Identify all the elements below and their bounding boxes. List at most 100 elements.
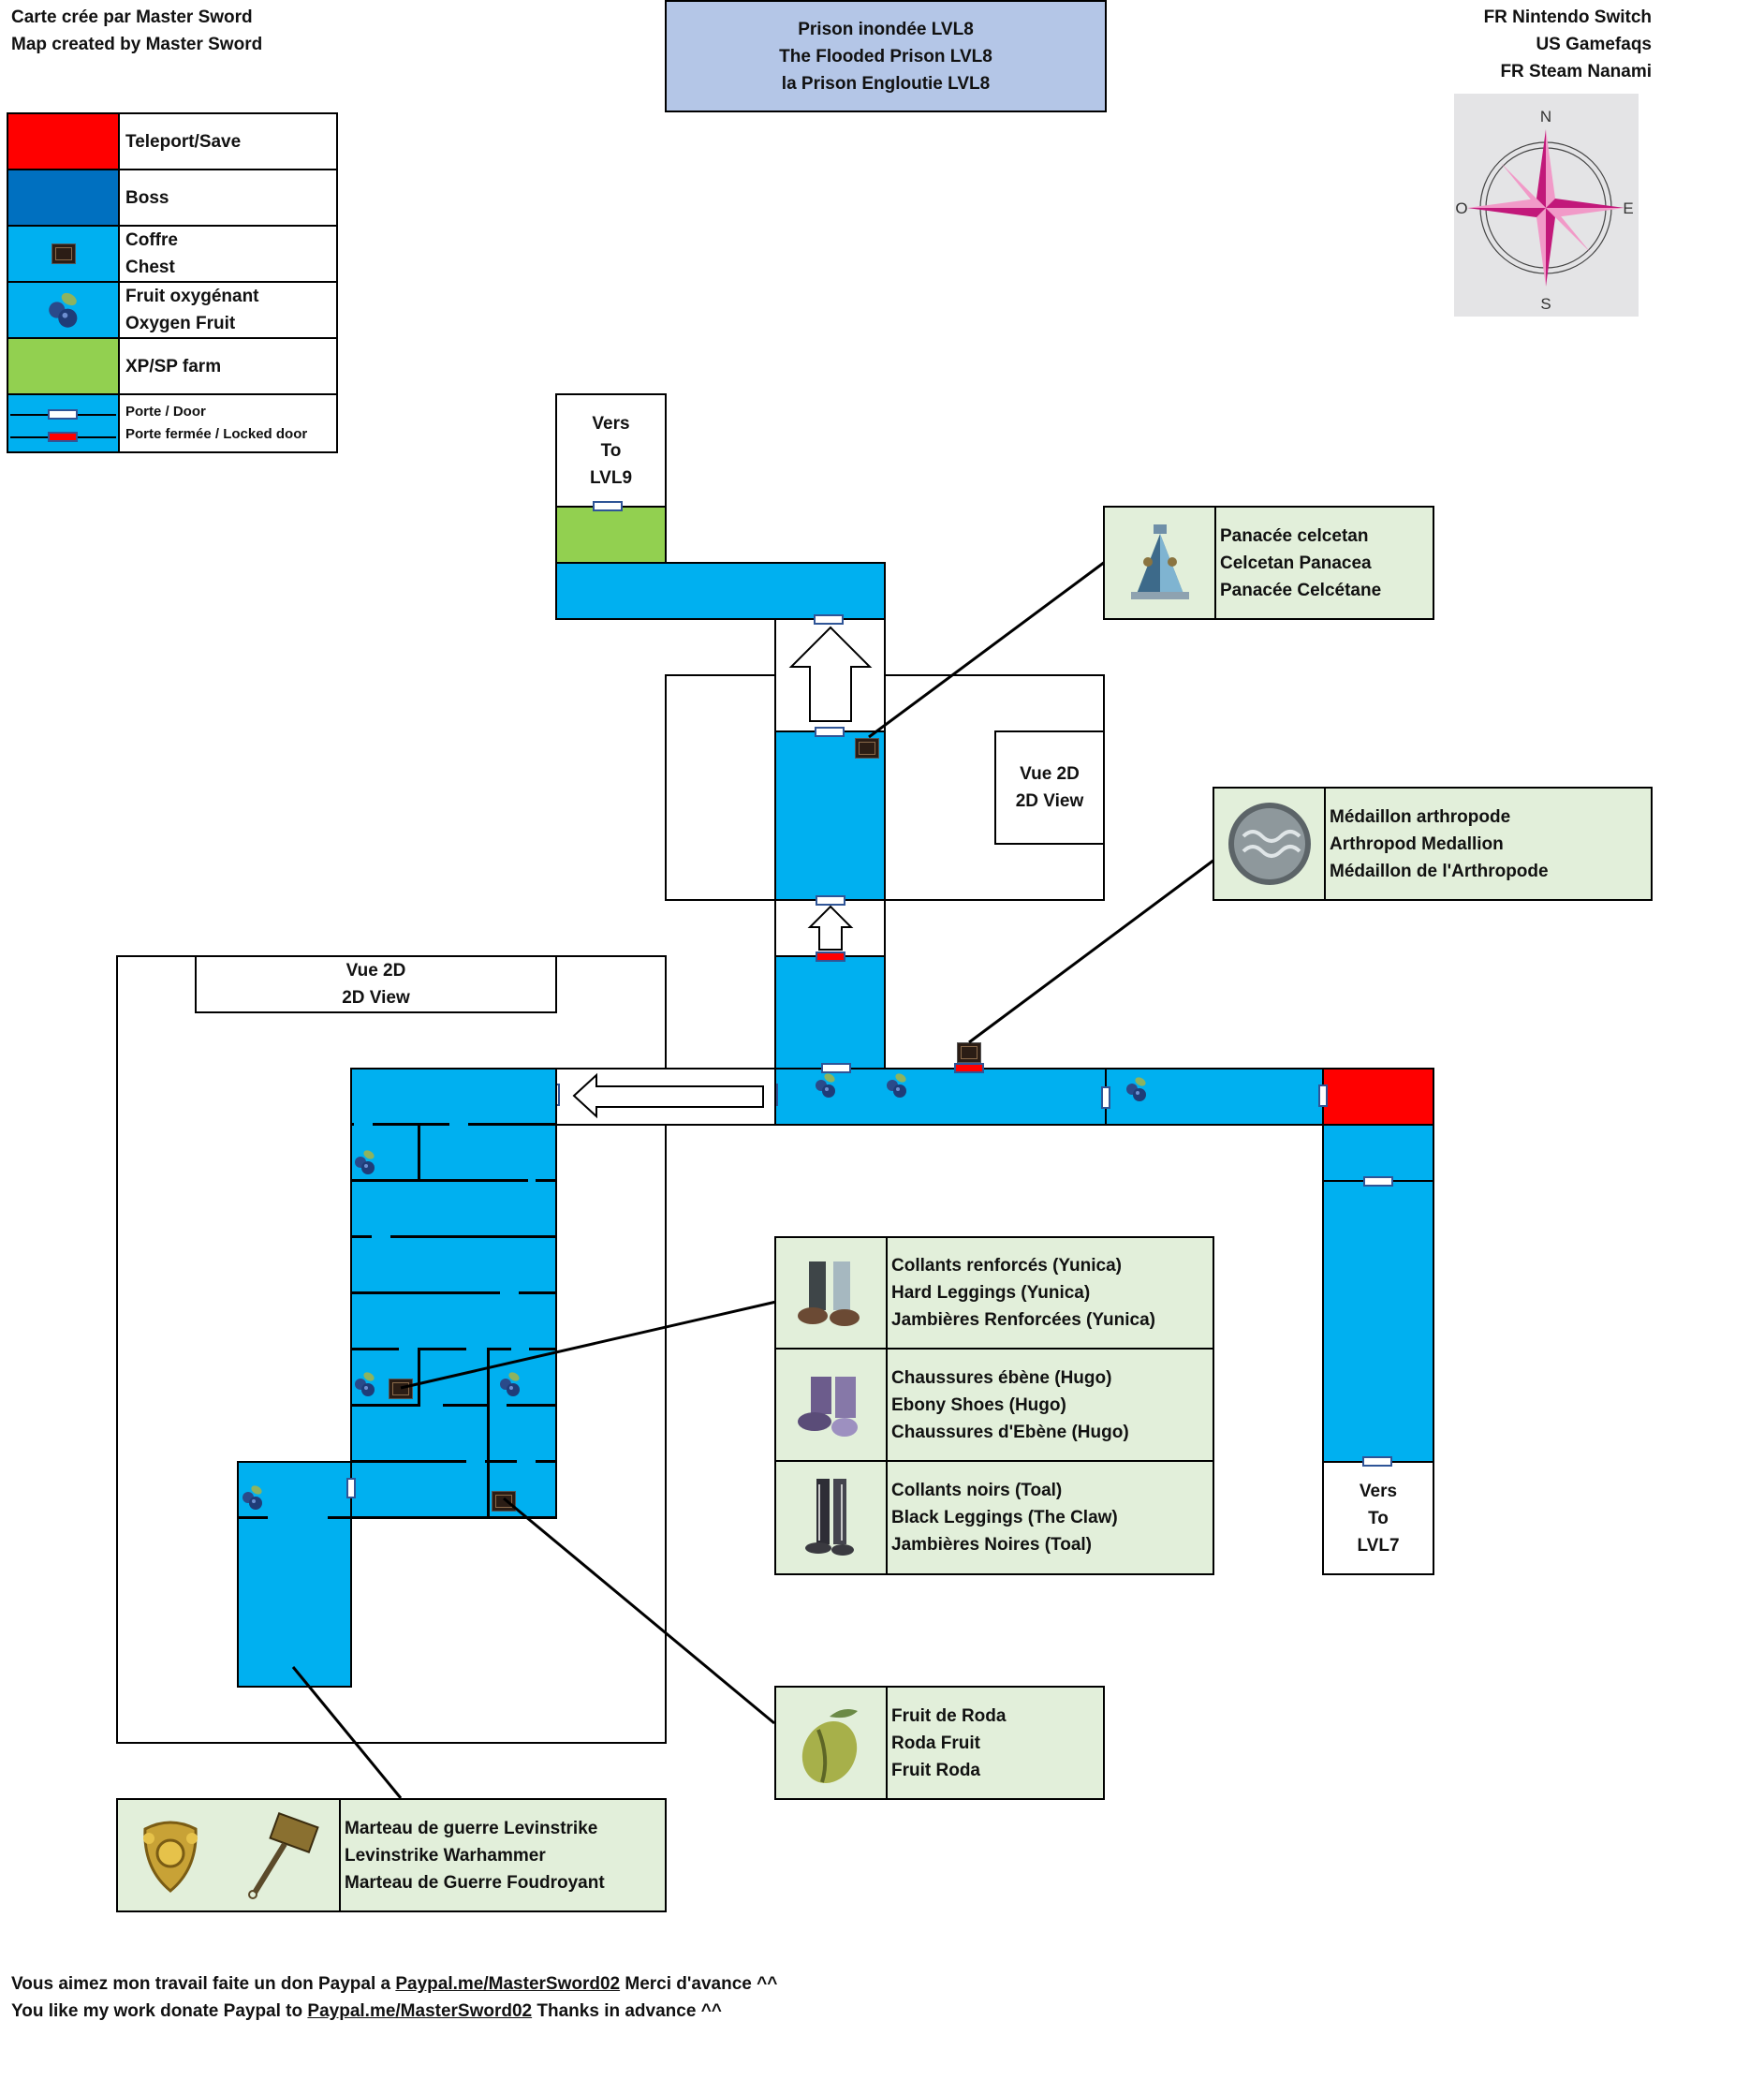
door-icon [48,409,78,420]
door [1362,1456,1392,1467]
room-top-corridor [555,562,886,620]
item-name-us: Roda Fruit [891,1733,980,1753]
oxygen-fruit-icon[interactable] [350,1369,380,1399]
item-name-fr-steam: Jambières Renforcées (Yunica) [891,1310,1155,1331]
wall [328,1516,557,1519]
oxygen-fruit-icon[interactable] [1122,1074,1152,1104]
door [593,501,623,511]
item-name-us: Hard Leggings (Yunica) [891,1283,1091,1304]
teleport-swatch [8,114,120,169]
medallion-icon [1227,803,1311,885]
view-label: 2D View [1015,791,1084,811]
item-name-fr: Médaillon arthropode [1330,806,1511,827]
roda-fruit-icon [801,1709,858,1784]
compass-w: O [1455,199,1467,217]
title-us: The Flooded Prison LVL8 [779,46,992,66]
locked-door-icon [48,432,78,442]
door [1101,1086,1110,1109]
wall [519,1291,557,1294]
door [814,614,844,625]
legend-row-oxygen-fruit: Fruit oxygénant Oxygen Fruit [8,283,336,339]
paypal-link[interactable]: Paypal.me/MasterSword02 [307,2001,533,2021]
item-levinstrike-warhammer: Marteau de guerre Levinstrike Levinstrik… [116,1798,667,1912]
wall [350,1404,420,1407]
item-name-us: Levinstrike Warhammer [345,1845,546,1866]
donation-text: Vous aimez mon travail faite un don Payp… [11,1974,396,1994]
ebony-shoes-icon [797,1377,858,1438]
locked-door [954,1063,984,1073]
wall [350,1123,354,1126]
oxygen-fruit-icon[interactable] [882,1070,912,1100]
wall [418,1348,466,1350]
paypal-link[interactable]: Paypal.me/MasterSword02 [395,1974,621,1994]
wall [418,1349,420,1405]
hard-leggings-icon-cell [776,1238,888,1349]
exit-label: To [600,440,622,461]
teleport-save-point[interactable] [1322,1068,1434,1126]
item-name-us: Arthropod Medallion [1330,833,1504,854]
view-label: Vue 2D [1020,764,1080,784]
passage-west [555,1068,776,1126]
item-name-fr: Collants noirs (Toal) [891,1480,1063,1500]
room-east-1 [1322,1124,1434,1182]
map-credits: Carte crée par Master Sword Map created … [11,4,262,58]
wall [418,1124,420,1180]
source-gamefaqs: US Gamefaqs [1536,35,1652,54]
boss-swatch [8,170,120,225]
warhammer-icon [247,1812,319,1899]
legend: Teleport/Save Boss Coffre Chest Fruit ox… [7,112,338,453]
chest-icon[interactable] [855,738,879,759]
wall [487,1349,490,1517]
legend-row-farm: XP/SP farm [8,339,336,395]
xp-farm-room [555,506,667,564]
map-title: Prison inondée LVL8 The Flooded Prison L… [665,0,1107,112]
donation-line-en: You like my work donate Paypal to Paypal… [11,1998,777,2025]
wall [485,1460,517,1463]
donation-note: Vous aimez mon travail faite un don Payp… [11,1970,777,2025]
title-fr: Prison inondée LVL8 [798,19,974,39]
credits-fr: Carte crée par Master Sword [11,7,253,27]
chest-icon[interactable] [957,1042,981,1063]
chest-icon[interactable] [492,1491,516,1512]
wall [468,1123,557,1126]
exit-label: Vers [592,413,630,434]
exit-to-lvl7[interactable]: Vers To LVL7 [1322,1461,1434,1575]
item-black-leggings: Collants noirs (Toal) Black Leggings (Th… [776,1461,1213,1574]
panacea-icon-cell [1105,508,1216,618]
donation-text: Thanks in advance ^^ [532,2001,722,2021]
compass-s: S [1540,295,1551,313]
legend-label: Chest [125,258,175,277]
wall [443,1404,487,1407]
black-leggings-icon [804,1479,854,1556]
item-name-fr-steam: Chaussures d'Ebène (Hugo) [891,1422,1129,1442]
oxygen-fruit-icon[interactable] [811,1070,841,1100]
legend-label: XP/SP farm [125,356,222,376]
roda-fruit-icon-cell [776,1688,888,1798]
item-roda-fruit: Fruit de Roda Roda Fruit Fruit Roda [774,1686,1105,1800]
hard-leggings-icon [797,1261,860,1326]
oxygen-fruit-icon[interactable] [350,1147,380,1177]
donation-line-fr: Vous aimez mon travail faite un don Payp… [11,1970,777,1998]
item-name-fr: Panacée celcetan [1220,525,1369,546]
chest-icon[interactable] [389,1379,413,1399]
exit-to-lvl9[interactable]: Vers To LVL9 [555,393,667,508]
room-east-2 [1322,1180,1434,1463]
arrow-left-icon [572,1072,764,1119]
compass-e: E [1623,199,1633,217]
door [346,1478,356,1498]
2d-view-label-upper: Vue 2D 2D View [994,730,1105,845]
door [1318,1084,1328,1107]
wall [487,1348,511,1350]
exit-label: Vers [1359,1481,1398,1501]
donation-text: You like my work donate Paypal to [11,2001,308,2021]
legend-label: Boss [125,187,169,208]
oxygen-fruit-icon[interactable] [495,1369,525,1399]
room-vertical-lower [774,955,886,1070]
2d-view-label-lower: Vue 2D 2D View [195,955,557,1013]
legend-label: Fruit oxygénant [125,287,259,306]
legend-label: Teleport/Save [125,131,242,152]
item-name-fr: Marteau de guerre Levinstrike [345,1818,598,1838]
item-name-fr-steam: Médaillon de l'Arthropode [1330,861,1549,881]
stairs-up-lower [774,899,886,957]
oxygen-fruit-icon[interactable] [238,1483,268,1512]
